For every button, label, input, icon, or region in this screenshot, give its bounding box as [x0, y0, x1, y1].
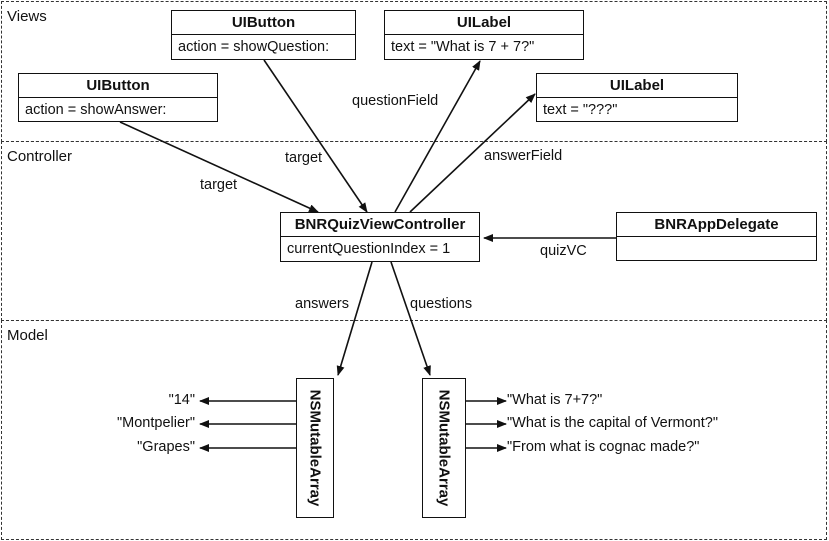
answer-item: "Grapes": [137, 439, 195, 455]
model-region: [1, 320, 827, 540]
uilabel-question-title: UILabel: [385, 11, 583, 35]
answers-array-box: NSMutableArray: [296, 378, 334, 518]
arrow-answers: [336, 261, 373, 376]
app-delegate-title: BNRAppDelegate: [617, 213, 816, 237]
uibutton-show-question-title: UIButton: [172, 11, 355, 35]
label-question-field: questionField: [352, 93, 439, 109]
label-questions: questions: [410, 296, 473, 312]
uibutton-show-answer-title: UIButton: [19, 74, 217, 98]
label-target-show-question: target: [285, 150, 323, 166]
arrow-answer-field: [409, 93, 536, 213]
views-region-label: Views: [7, 8, 47, 25]
arrow-questions: [390, 261, 431, 376]
question-item: "From what is cognac made?": [507, 439, 700, 455]
answer-item: "14": [168, 392, 195, 408]
controller-region-label: Controller: [7, 148, 73, 165]
uibutton-show-answer-action: action = showAnswer:: [25, 102, 167, 118]
arrow-target-show-question: [263, 59, 368, 213]
answer-item: "Montpelier": [117, 415, 195, 431]
questions-array-label: NSMutableArray: [435, 389, 453, 507]
questions-array-box: NSMutableArray: [422, 378, 466, 518]
uilabel-question-box: UILabel text = "What is 7 + 7?": [384, 10, 584, 60]
quiz-view-controller-title: BNRQuizViewController: [281, 213, 479, 237]
label-quiz-vc: quizVC: [540, 243, 587, 259]
question-item: "What is 7+7?": [507, 392, 603, 408]
answers-array-label: NSMutableArray: [306, 389, 324, 507]
app-delegate-box: BNRAppDelegate: [616, 212, 817, 261]
question-item: "What is the capital of Vermont?": [507, 415, 718, 431]
label-answers: answers: [295, 296, 349, 312]
quiz-view-controller-box: BNRQuizViewController currentQuestionInd…: [280, 212, 480, 262]
label-answer-field: answerField: [484, 148, 563, 164]
model-region-label: Model: [7, 327, 48, 344]
uibutton-show-answer-box: UIButton action = showAnswer:: [18, 73, 218, 122]
quiz-view-controller-index: currentQuestionIndex = 1: [287, 241, 451, 257]
uibutton-show-question-box: UIButton action = showQuestion:: [171, 10, 356, 60]
uilabel-answer-text: text = "???": [543, 102, 618, 118]
arrow-target-show-answer: [119, 121, 319, 213]
app-delegate-field: [617, 237, 816, 261]
uibutton-show-question-action: action = showQuestion:: [178, 39, 330, 55]
uilabel-answer-box: UILabel text = "???": [536, 73, 738, 122]
uilabel-answer-title: UILabel: [537, 74, 737, 98]
arrow-question-field: [394, 60, 481, 213]
uilabel-question-text: text = "What is 7 + 7?": [391, 39, 535, 55]
label-target-show-answer: target: [200, 177, 238, 193]
